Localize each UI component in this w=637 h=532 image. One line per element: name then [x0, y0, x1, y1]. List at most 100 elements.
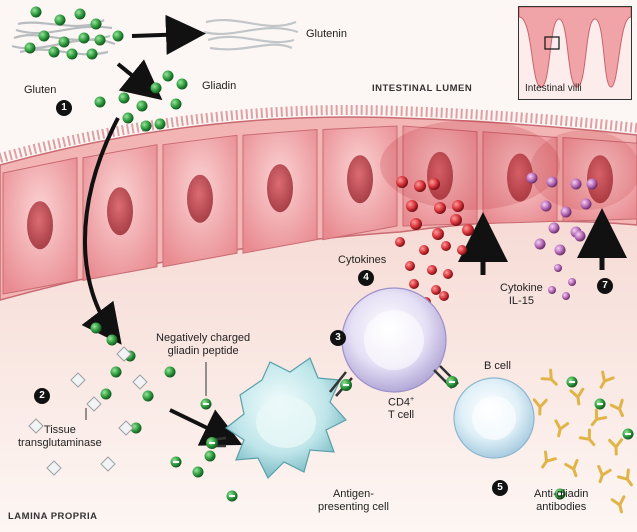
negative-charge-mark — [625, 433, 631, 435]
neg-peptide-line1: Negatively charged — [156, 332, 251, 344]
antibody-shape — [540, 368, 558, 386]
antibodies-line1: Anti-gliadin — [534, 488, 589, 500]
antibody-shape — [590, 408, 608, 427]
cytokine-particle — [457, 245, 467, 255]
gliadin-particle — [74, 8, 86, 20]
apc-label: Antigen- presenting cell — [318, 488, 389, 513]
cytokine-particle — [443, 269, 453, 279]
cell-nucleus — [107, 187, 133, 236]
gliadin-particle — [38, 30, 50, 42]
cytokine-particle — [431, 285, 441, 295]
transglutaminase-crystal — [86, 396, 102, 412]
negative-charge-mark — [569, 381, 575, 383]
step-1-badge: 1 — [56, 100, 72, 116]
gliadin-particle — [118, 92, 130, 104]
cytokine-particle — [441, 241, 451, 251]
gliadin-particle — [176, 78, 188, 90]
antibody — [569, 387, 585, 406]
b-cell — [453, 377, 535, 459]
gliadin-particle — [94, 96, 106, 108]
antibody — [541, 450, 557, 469]
transglutaminase-crystal — [28, 418, 44, 434]
antibody — [590, 408, 608, 427]
lamina-propria-label: LAMINA PROPRIA — [8, 511, 98, 522]
cd4-line1: CD4 — [388, 396, 411, 409]
cell-nucleus — [27, 201, 53, 250]
antibody — [609, 398, 624, 417]
neg-peptide-line2: gliadin peptide — [167, 344, 239, 357]
antibody — [597, 465, 612, 484]
arrow-through-epithelium — [81, 117, 122, 345]
gliadin-particle — [30, 6, 42, 18]
antibody-shape — [599, 370, 615, 389]
cytokine-particle — [462, 224, 474, 236]
anti-gliadin-antibodies — [532, 368, 633, 514]
antibody-shape — [597, 465, 612, 484]
cytokines-label: Cytokines — [338, 254, 387, 266]
antibody-shape — [608, 438, 624, 456]
gliadin-particle — [164, 366, 176, 378]
gliadin-particle — [140, 120, 152, 132]
gliadin-particle — [78, 32, 90, 44]
antibody — [608, 438, 624, 456]
cytokine-particle — [428, 178, 440, 190]
cytokine-particle — [432, 228, 444, 240]
antibody-shape — [554, 419, 570, 438]
gliadin-particle — [66, 48, 78, 60]
il15-particle — [554, 264, 562, 272]
transglutaminase-crystal — [46, 460, 62, 476]
gliadin-particle — [136, 100, 148, 112]
il15-particle — [560, 206, 572, 218]
il15-particle — [574, 230, 586, 242]
gliadin-particle — [112, 30, 124, 42]
gliadin-particle — [100, 388, 112, 400]
il15-particle — [586, 178, 598, 190]
negative-charge-mark — [229, 495, 235, 497]
cytokine-particle — [452, 200, 464, 212]
il15-particle — [540, 200, 552, 212]
il15-particle — [526, 172, 538, 184]
step-7-badge: 7 — [597, 278, 613, 294]
transglutaminase-crystal — [70, 372, 86, 388]
cytokine-particle — [406, 200, 418, 212]
step-3-badge: 3 — [330, 330, 346, 346]
intestinal-villi-inset: Intestinal villi — [518, 6, 632, 100]
cytokine-il15-line1: Cytokine — [500, 282, 543, 294]
il15-particle — [548, 222, 560, 234]
gliadin-particle — [24, 42, 36, 54]
gliadin-particle — [110, 366, 122, 378]
cd4-line2: T cell — [388, 409, 415, 422]
apc-line1: Antigen- — [332, 488, 374, 500]
cell-nucleus — [187, 174, 213, 223]
cytokine-particle — [427, 265, 437, 275]
il15-particle — [554, 244, 566, 256]
antibody — [599, 370, 615, 389]
antibody — [540, 368, 558, 386]
antibody-shape — [532, 398, 548, 416]
antibody-shape — [578, 428, 596, 447]
step-4-badge: 4 — [358, 270, 374, 286]
arrow-to-apc — [169, 408, 243, 446]
gliadin-particle — [204, 450, 216, 462]
tissue-tg-line1: Tissue — [43, 424, 76, 436]
antibody-shape — [616, 468, 633, 487]
cytokine-particle — [395, 237, 405, 247]
il15-particle — [562, 292, 570, 300]
cytokine-particle — [419, 245, 429, 255]
gliadin-particle — [86, 48, 98, 60]
antibody-shape — [541, 450, 557, 469]
gliadin-particle — [58, 36, 70, 48]
gliadin-particle — [54, 14, 66, 26]
antibody-shape — [610, 495, 626, 514]
antibody-shape — [569, 387, 585, 406]
antibody — [532, 398, 548, 416]
cytokine-particle — [450, 214, 462, 226]
antibody — [616, 468, 633, 487]
transglutaminase-crystal — [116, 346, 132, 362]
cytokine-il15-label: Cytokine IL-15 — [500, 282, 543, 307]
antibodies-line2: antibodies — [536, 500, 587, 513]
antibody — [610, 495, 626, 514]
negative-charge-mark — [203, 403, 209, 405]
apc-line2: presenting cell — [318, 500, 389, 513]
